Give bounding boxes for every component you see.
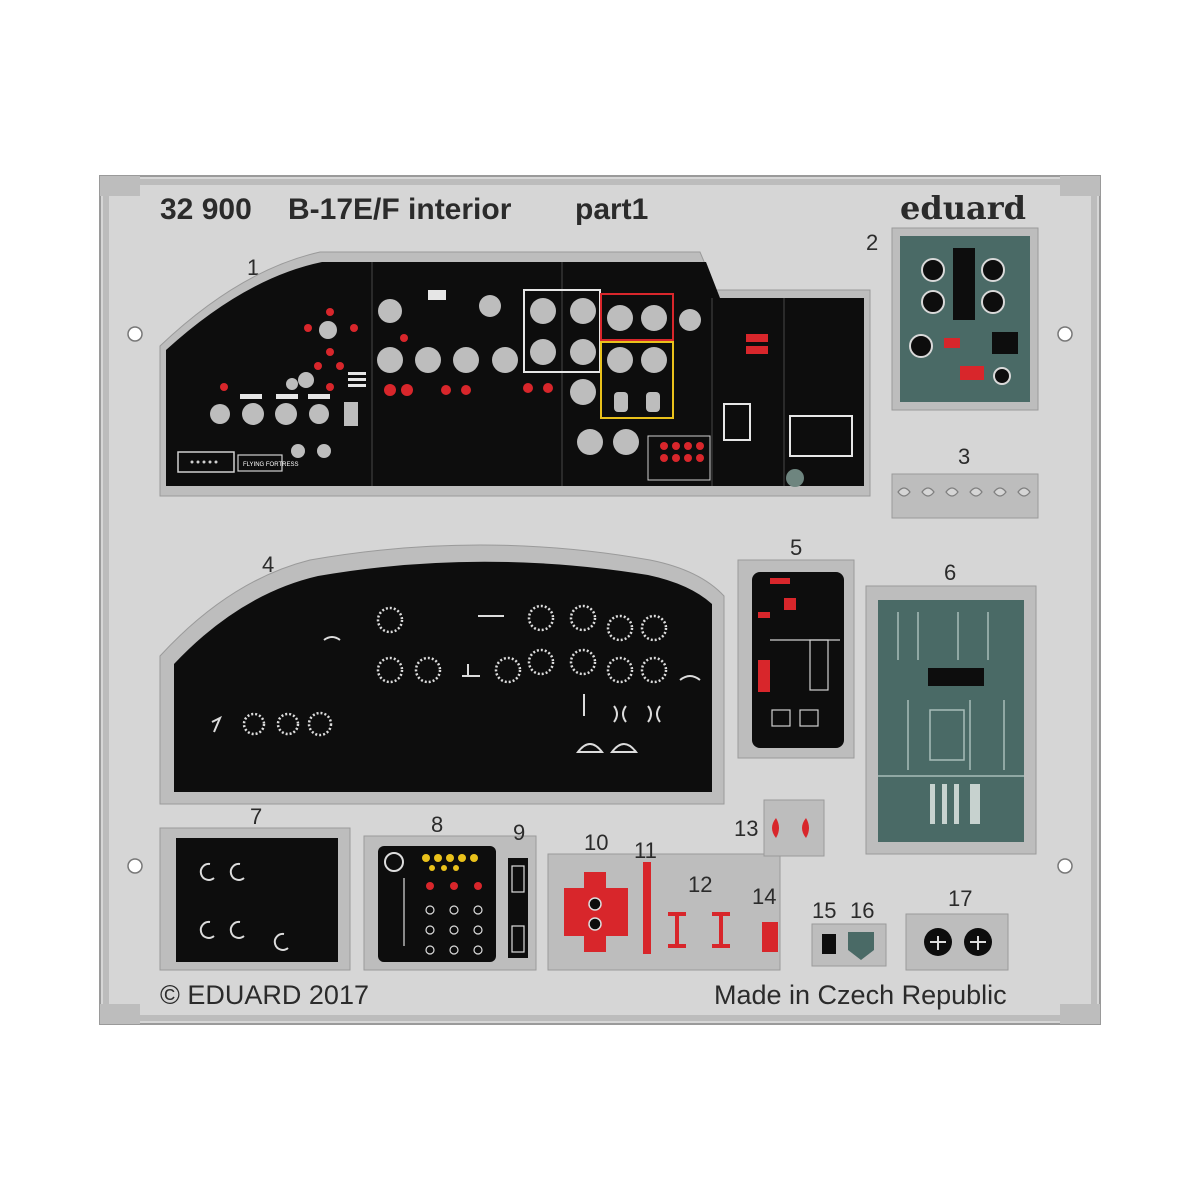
fret-inner-frame [103, 179, 1097, 1021]
part-9-strip[interactable] [508, 858, 528, 958]
part-8-switch-grid [403, 878, 483, 955]
part-6-green-panel[interactable] [878, 600, 1024, 842]
part-6-panel-lines [878, 612, 1024, 777]
part-12-red-brackets[interactable] [668, 912, 730, 948]
corner-tab [1060, 176, 1100, 196]
part-3-clips [897, 487, 1031, 497]
part-label-10: 10 [584, 830, 608, 855]
part-label-15: 15 [812, 898, 836, 923]
part-2-black-block [992, 332, 1018, 354]
part-6-black-strip [928, 668, 984, 686]
origin-text: Made in Czech Republic [714, 980, 1007, 1010]
part-8-clock [384, 852, 404, 872]
part-5-black-panel[interactable] [752, 572, 844, 748]
part-1-flying-fortress-placard [237, 454, 283, 472]
kit-title: B-17E/F interior [288, 193, 512, 226]
part-3-strip[interactable] [891, 473, 1039, 519]
part-label-3: 3 [958, 444, 970, 469]
part-label-7: 7 [250, 804, 262, 829]
part-label-8: 8 [431, 812, 443, 837]
part-13-red-handles[interactable] [772, 818, 809, 838]
corner-tab [100, 1004, 140, 1024]
part-1-red-framed-gauges [607, 305, 701, 373]
part-1-data-placard [177, 451, 235, 473]
part-1-left-gauges [210, 321, 337, 425]
part-8-red-lamps [426, 882, 482, 890]
part-label-14: 14 [752, 884, 776, 909]
part-2-red-lamps [944, 338, 984, 380]
corner-tab [100, 176, 140, 196]
part-label-4: 4 [262, 552, 274, 577]
part-1-red-switch-row [660, 442, 704, 462]
part-label-12: 12 [688, 872, 712, 897]
registration-hole [127, 858, 143, 874]
part-1-yellow-gauge-frame [600, 341, 674, 419]
part-1-clock-bracket [428, 290, 446, 300]
kit-code: 32 900 [160, 193, 252, 226]
part-10-red-cross[interactable] [564, 872, 628, 952]
part-15-part[interactable] [822, 934, 836, 954]
flying-fortress-text: FLYING FORTRESS [243, 462, 298, 468]
part-1-red-lamps [220, 308, 358, 391]
corner-tab [1060, 1004, 1100, 1024]
part-10-knob-bottom [588, 917, 602, 931]
part-4-gauge-faces [242, 604, 668, 737]
part-1-panel-seams [371, 262, 785, 486]
part-label-1: 1 [247, 255, 259, 280]
part-2-center-strip [953, 248, 975, 320]
part-8-black-panel[interactable] [378, 846, 496, 962]
part-1-red-switch-block [647, 435, 711, 481]
part-1-red-gauge-frame [600, 293, 674, 341]
part-1-vent-grille [786, 469, 804, 487]
part-1-red-switches [384, 334, 553, 396]
registration-hole [1057, 326, 1073, 342]
part-9-details [511, 865, 525, 953]
part-1-placard-dots [190, 460, 218, 464]
part-label-6: 6 [944, 560, 956, 585]
part-1-right-placard [789, 415, 853, 457]
registration-hole [1057, 858, 1073, 874]
part-label-17: 17 [948, 886, 972, 911]
brand-logo: eduard [900, 189, 1026, 227]
part-8-yellow-lamps [422, 854, 478, 871]
part-5-red-elements [758, 578, 796, 692]
part-7-gauge-marks [199, 862, 289, 951]
part-1-indicator-bars [240, 372, 366, 399]
part-4-instrument-panel[interactable] [174, 561, 712, 792]
part-label-9: 9 [513, 820, 525, 845]
registration-hole [127, 326, 143, 342]
part-14-red-placard[interactable] [762, 922, 778, 952]
part-1-right-red-tabs [746, 334, 768, 354]
part-1-switch-knobs [291, 402, 358, 458]
part-label-13: 13 [734, 816, 758, 841]
part-1-yellow-knobs [614, 392, 660, 412]
part-label-2: 2 [866, 230, 878, 255]
part-1-center-gauges [377, 295, 518, 373]
copyright-text: © EDUARD 2017 [160, 980, 369, 1010]
part-7-black-panel[interactable] [176, 838, 338, 962]
part-2-gauges [909, 258, 1011, 385]
part-1-framed-gauges [530, 298, 639, 455]
part-6-bars [930, 784, 980, 824]
part-17-frame [905, 913, 1009, 971]
part-4-markings [211, 615, 701, 753]
kit-part: part1 [575, 193, 648, 226]
part-11-red-strip[interactable] [643, 862, 651, 954]
part-10-knob-top [588, 897, 602, 911]
part-label-5: 5 [790, 535, 802, 560]
part-label-16: 16 [850, 898, 874, 923]
part-17-dial-marks [930, 936, 986, 950]
part-5-details [770, 639, 840, 727]
part-16-green-part[interactable] [848, 932, 874, 960]
part-1-pedestal-cutout [723, 403, 751, 441]
part-label-11: 11 [634, 838, 657, 863]
